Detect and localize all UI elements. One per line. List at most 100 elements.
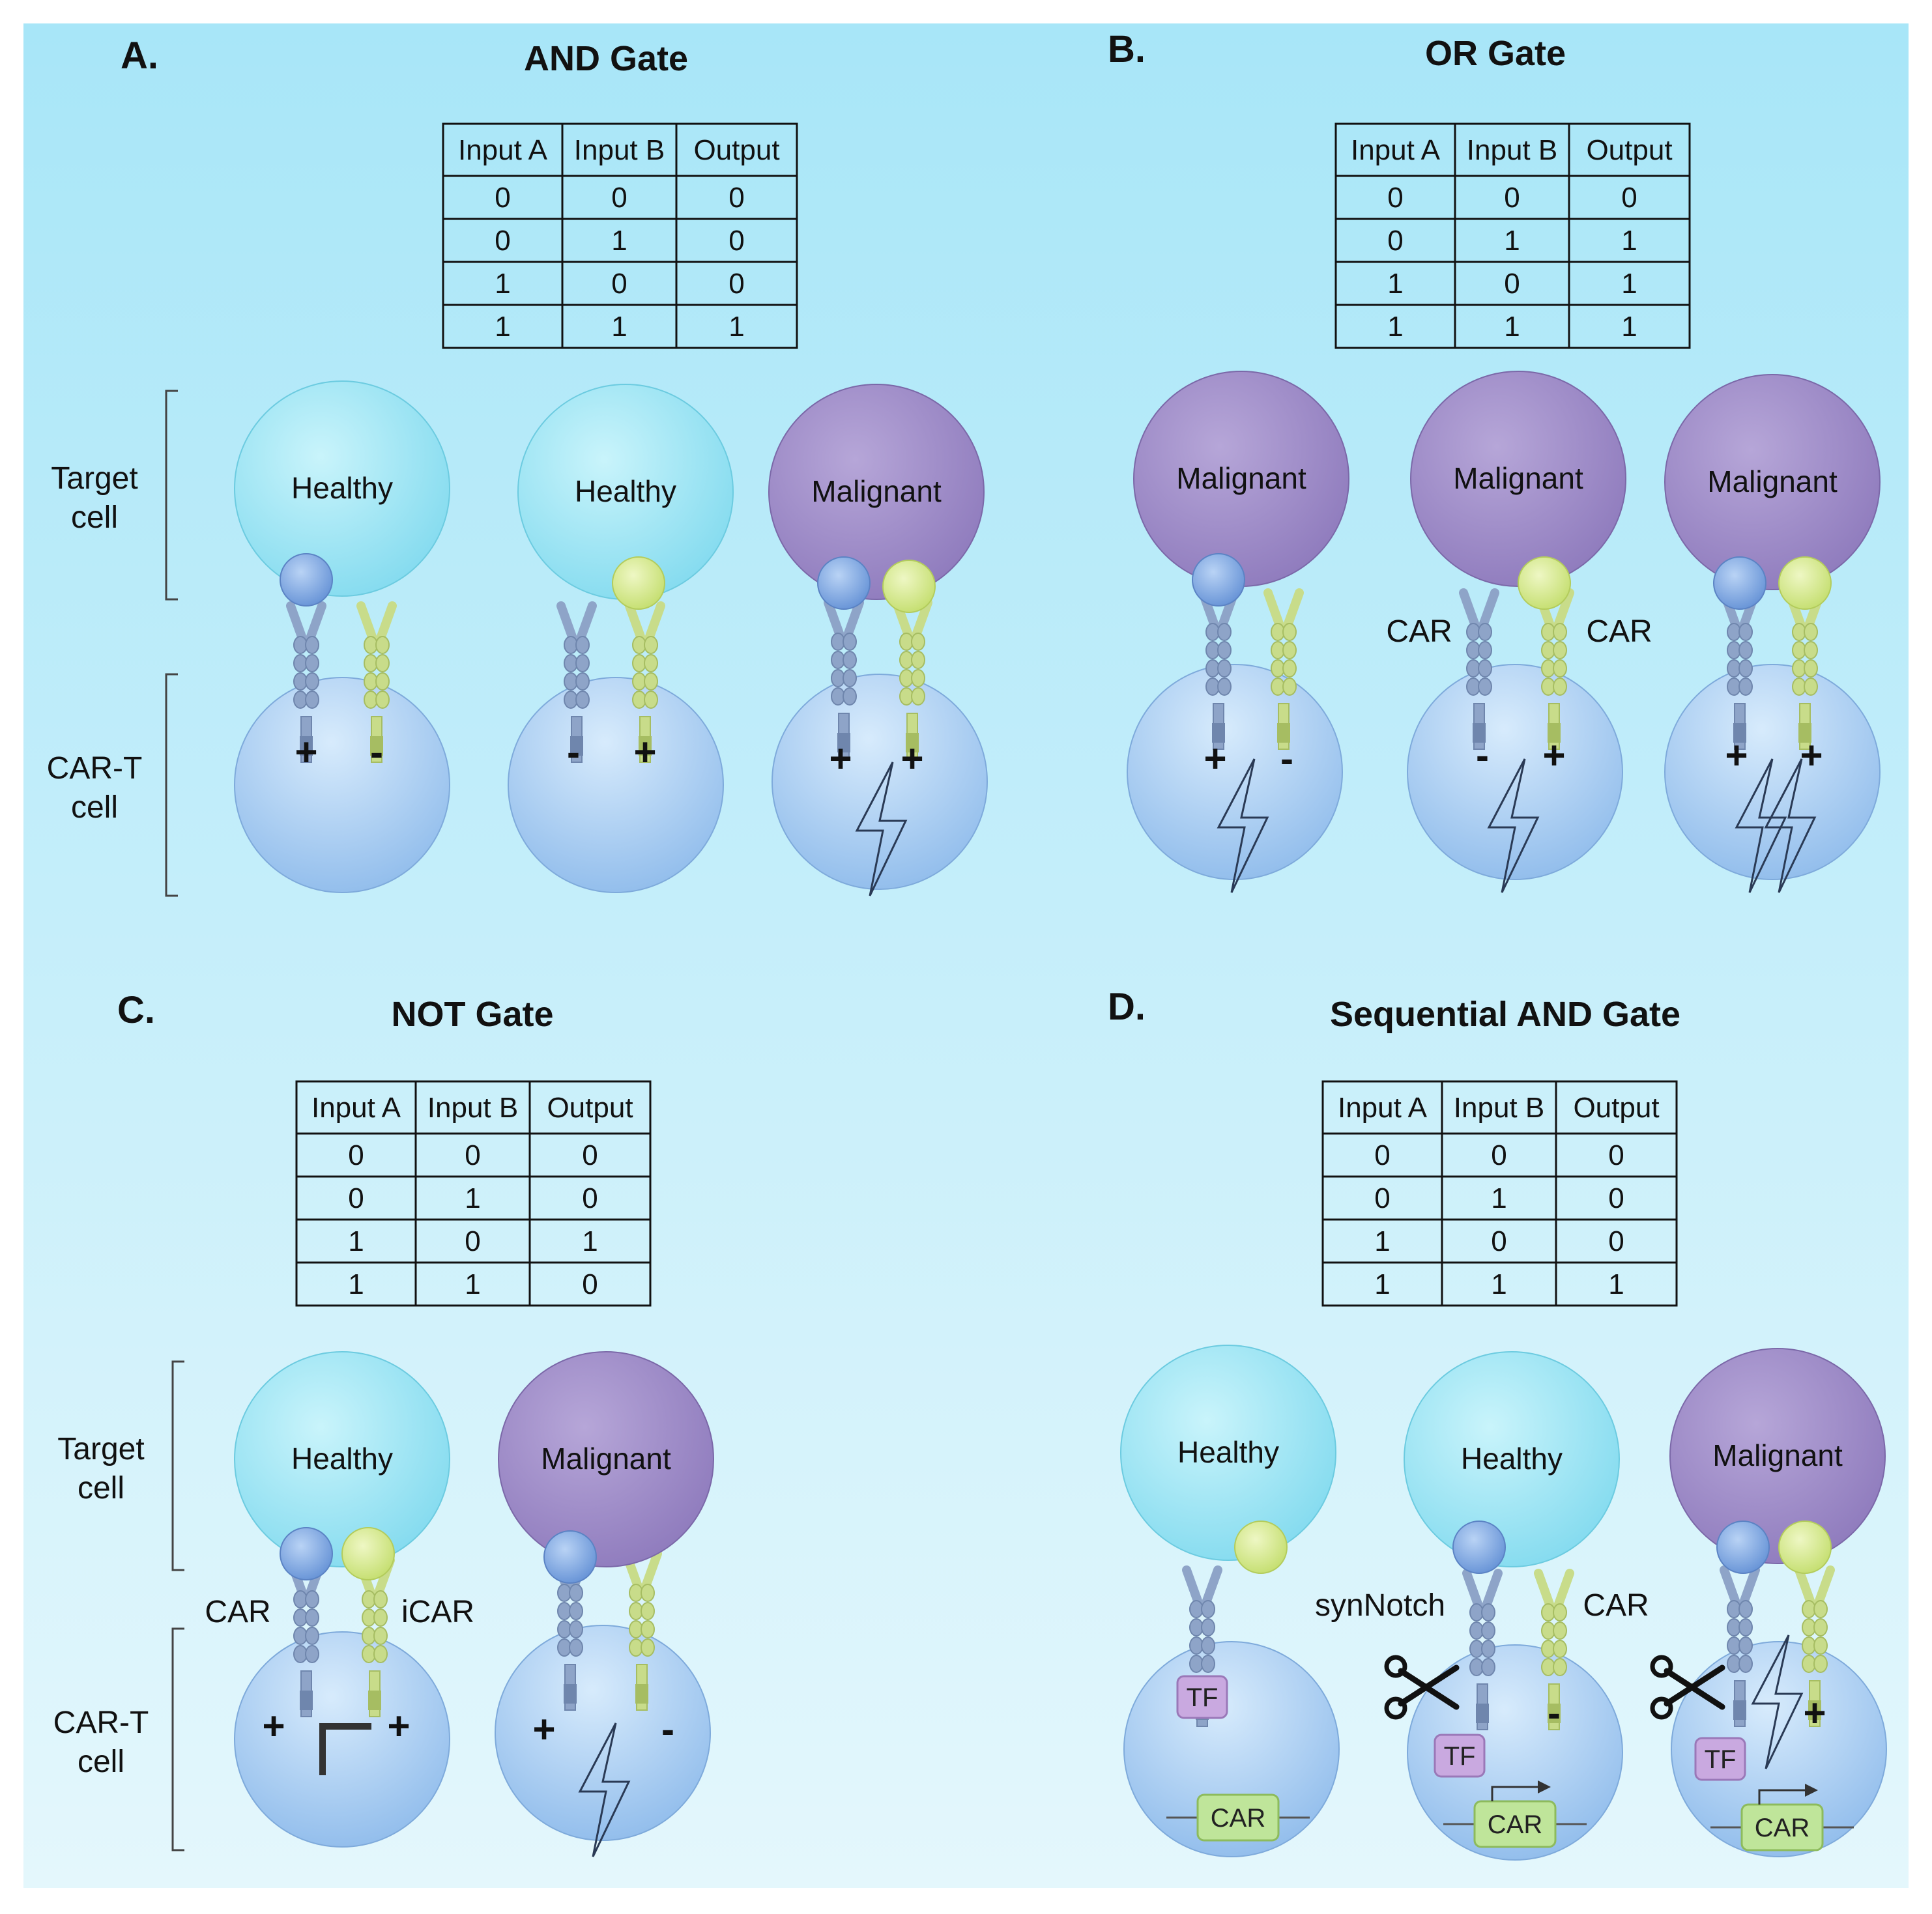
lightning-icon: [1735, 758, 1787, 893]
background: [23, 23, 1909, 1888]
table-cell: 0: [582, 1268, 598, 1300]
table-cell: 0: [728, 225, 744, 257]
signal-sign: +: [387, 1704, 410, 1748]
car-t-cell: [1671, 1641, 1887, 1857]
table-cell: 1: [1621, 225, 1637, 257]
cart-side-label: cell: [78, 1745, 124, 1779]
signal-sign: +: [532, 1707, 555, 1751]
ccr-receptor-icon: [622, 1549, 662, 1711]
table-cell: 0: [582, 1139, 598, 1171]
table-cell: 1: [1608, 1268, 1624, 1300]
target-side-label: Target: [51, 461, 137, 496]
antigen-a: [1192, 553, 1245, 607]
car-t-cell: [1407, 664, 1623, 880]
antigen-a: [817, 556, 871, 610]
table-cell: 0: [1387, 182, 1403, 214]
table-header: Output: [547, 1092, 633, 1124]
table-cell: 0: [465, 1225, 480, 1257]
car-t-cell: [495, 1625, 711, 1841]
cell-pair: [1384, 1351, 1623, 1861]
side-brackets: [165, 390, 178, 897]
malignant-target-cell: [1664, 374, 1881, 590]
table-header: Output: [1586, 134, 1672, 166]
antigen-a: [1713, 556, 1766, 610]
table-cell: 1: [495, 268, 510, 300]
signal-sign: -: [370, 730, 383, 774]
car-receptor-icon: [286, 601, 326, 763]
cell-pair: [1407, 371, 1626, 893]
tf-label: TF: [1187, 1683, 1218, 1712]
signal-sign: -: [567, 730, 580, 774]
cell-pair: [1120, 1345, 1340, 1857]
car-t-cell: [771, 674, 988, 890]
table-border: [295, 1080, 652, 1307]
table-cell: 1: [611, 311, 627, 343]
car-receptor-icon: [1462, 1569, 1503, 1730]
panel-letter: A.: [121, 35, 158, 77]
table-cell: 0: [465, 1139, 480, 1171]
tf-box: [1176, 1675, 1228, 1719]
target-cell-label: Healthy: [1177, 1435, 1279, 1469]
car-receptor-icon: [1720, 1565, 1760, 1727]
gene-label: CAR: [1488, 1810, 1542, 1839]
cell-pair: [508, 384, 734, 893]
malignant-target-cell: [1669, 1348, 1886, 1564]
ccr-receptor-icon: [892, 598, 932, 760]
promoter-arrow-icon: [1491, 1786, 1538, 1801]
ccr-receptor-icon: [356, 601, 397, 763]
table-cell: 1: [465, 1182, 480, 1214]
signal-sign: +: [1725, 734, 1748, 777]
side-brackets: [171, 1360, 184, 1851]
table-cell: 1: [495, 311, 510, 343]
inhibition-icon: [319, 1723, 371, 1775]
car-receptor-icon: [556, 601, 597, 763]
table-cell: 1: [348, 1225, 364, 1257]
gene-label: CAR: [1755, 1814, 1809, 1842]
table-cell: 1: [1374, 1225, 1390, 1257]
table-cell: 1: [582, 1225, 598, 1257]
car-t-cell: [234, 677, 450, 893]
receptor-label: CAR: [1386, 614, 1452, 649]
table-cell: 0: [348, 1139, 364, 1171]
table-header: Input A: [1338, 1092, 1428, 1124]
table-cell: 1: [728, 311, 744, 343]
table-header: Input A: [458, 134, 548, 166]
antigen-a: [543, 1530, 597, 1584]
panel-letter: C.: [117, 989, 155, 1031]
table-border: [1321, 1080, 1678, 1307]
cell-pair: [1127, 371, 1349, 893]
ccr-receptor-icon: [354, 1556, 395, 1717]
table-cell: 0: [1621, 182, 1637, 214]
table-header: Input B: [574, 134, 665, 166]
table-cell: 0: [1387, 225, 1403, 257]
antigen-b: [1778, 1521, 1832, 1574]
cell-pair: [495, 1351, 714, 1857]
antigen-b: [341, 1527, 395, 1580]
promoter-arrow-icon: [1758, 1789, 1805, 1805]
target-cell-label: Malignant: [1707, 464, 1838, 498]
healthy-target-cell: [234, 380, 450, 597]
table-cell: 0: [495, 225, 510, 257]
signal-sign: -: [661, 1707, 674, 1751]
lightning-icon: [1764, 758, 1817, 893]
table-cell: 1: [1374, 1268, 1390, 1300]
table-cell: 0: [1374, 1139, 1390, 1171]
table-cell: 0: [1491, 1225, 1507, 1257]
target-cell-label: Malignant: [1453, 461, 1583, 495]
table-cell: 0: [1608, 1182, 1624, 1214]
table-cell: 0: [728, 268, 744, 300]
cart-side-label: cell: [71, 790, 118, 825]
cart-side-label: CAR-T: [53, 1706, 149, 1740]
healthy-target-cell: [1120, 1345, 1336, 1561]
table-border: [442, 122, 798, 349]
ccr-receptor-icon: [1534, 1569, 1574, 1730]
car-t-cell: [508, 677, 724, 893]
antigen-b: [1518, 556, 1571, 610]
signal-sign: +: [901, 737, 923, 780]
antigen-a: [1452, 1521, 1506, 1574]
scissors-icon: [1384, 1655, 1460, 1720]
